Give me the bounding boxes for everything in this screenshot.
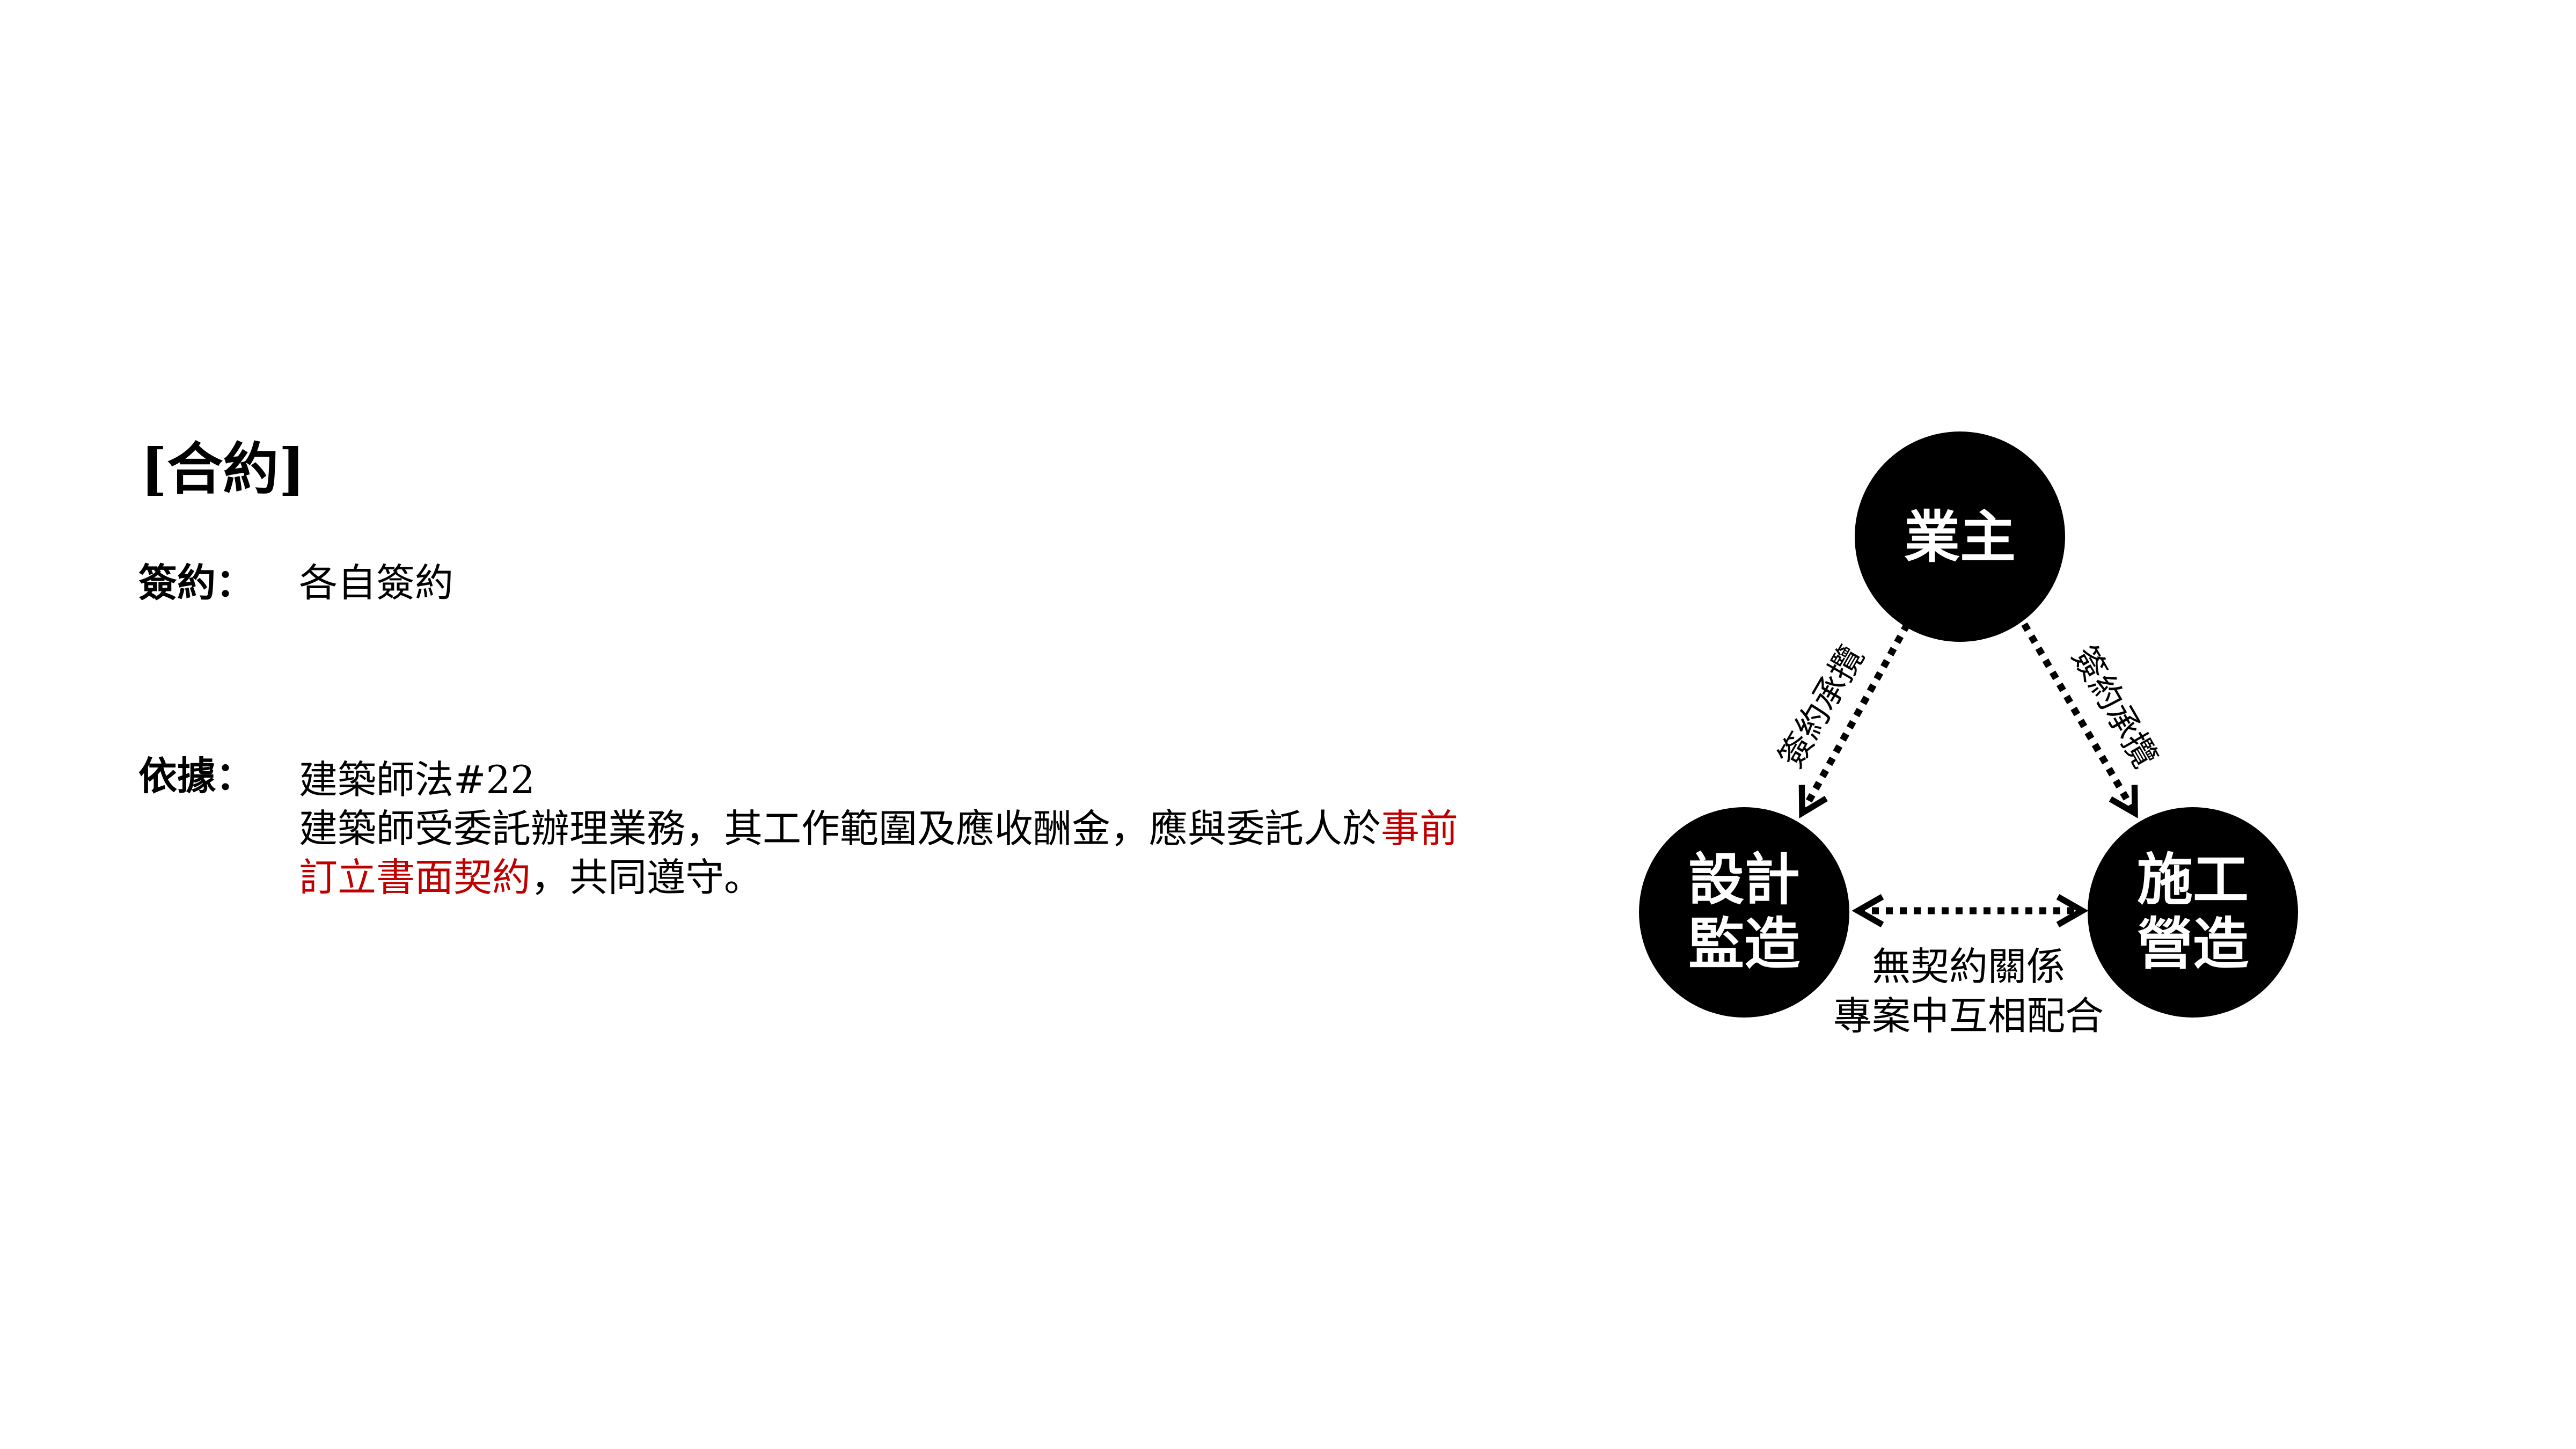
- basis-text: 建築師法#22 建築師受委託辦理業務，其工作範圍及應收酬金，應與委託人於事前 訂…: [299, 756, 1458, 902]
- node-construct: 施工 營造: [2088, 807, 2298, 1018]
- note-line-2: 專案中互相配合: [1833, 993, 2104, 1038]
- law-reference: 建築師法#22: [299, 757, 535, 802]
- law-text-line-2: 訂立書面契約，共同遵守。: [299, 853, 1458, 902]
- signing-value: 各自簽約: [299, 560, 454, 605]
- law-text: 建築師受委託辦理業務，其工作範圍及應收酬金，應與委託人於: [299, 806, 1381, 851]
- node-construct-label-2: 營造: [2137, 911, 2249, 977]
- node-owner: 業主: [1855, 431, 2065, 642]
- node-owner-label: 業主: [1904, 504, 2016, 570]
- highlight-text: 事前: [1381, 806, 1459, 851]
- section-title: [合約]: [141, 436, 305, 502]
- note-line-1: 無契約關係: [1872, 944, 2065, 989]
- law-text-line-1: 建築師受委託辦理業務，其工作範圍及應收酬金，應與委託人於事前: [299, 804, 1458, 853]
- basis-label: 依據：: [138, 753, 255, 799]
- edge-label-left: 簽約承攬: [1771, 639, 1871, 774]
- edge-owner-construct: [2021, 622, 2138, 818]
- highlight-text: 訂立書面契約: [299, 855, 531, 900]
- node-design: 設計 監造: [1639, 807, 1849, 1018]
- node-design-label-2: 監造: [1688, 911, 1800, 977]
- law-text: ，共同遵守。: [531, 855, 763, 900]
- node-design-label-1: 設計: [1688, 846, 1800, 912]
- signing-label: 簽約：: [138, 560, 255, 605]
- node-construct-label-1: 施工: [2137, 846, 2249, 912]
- edge-label-right: 簽約承攬: [2065, 639, 2165, 774]
